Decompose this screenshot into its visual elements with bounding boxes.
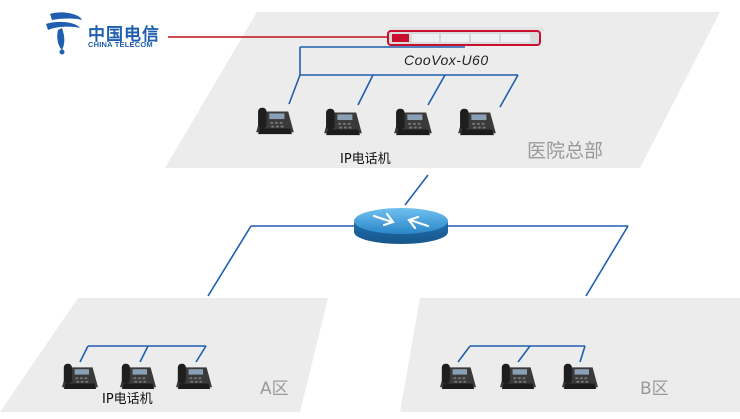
router-icon [354, 208, 448, 244]
hq-zone-label: 医院总部 [527, 140, 604, 162]
zone-a-label: A区 [260, 379, 289, 399]
hq-phones-label: IP电话机 [340, 152, 391, 167]
zone-a-phones-label: IP电话机 [102, 392, 153, 407]
china-telecom-logo-icon [46, 12, 82, 55]
zone-b-platform [400, 298, 740, 412]
phone-icon [176, 363, 212, 389]
brand-name-cn: 中国电信 [88, 25, 160, 45]
brand-name-en: CHINA TELECOM [88, 40, 153, 49]
zone-b-label: B区 [640, 379, 669, 399]
headquarters-lan [288, 46, 519, 108]
phone-icon [440, 363, 476, 389]
distribution-lines [207, 225, 629, 297]
headquarters-platform [165, 12, 720, 168]
phone-icon [562, 363, 598, 389]
phone-icon [458, 108, 496, 136]
phone-icon [256, 107, 294, 135]
phone-icon [324, 108, 362, 136]
phone-icon [394, 108, 432, 136]
phone-icon [120, 363, 156, 389]
phone-icon [500, 363, 536, 389]
hq-uplink [404, 174, 429, 206]
zone-a-lan [79, 345, 207, 363]
zone-b-lan [457, 345, 586, 363]
pbx-device-label: CooVox-U60 [404, 52, 489, 68]
phone-icon [62, 363, 98, 389]
pbx-device [387, 27, 546, 46]
